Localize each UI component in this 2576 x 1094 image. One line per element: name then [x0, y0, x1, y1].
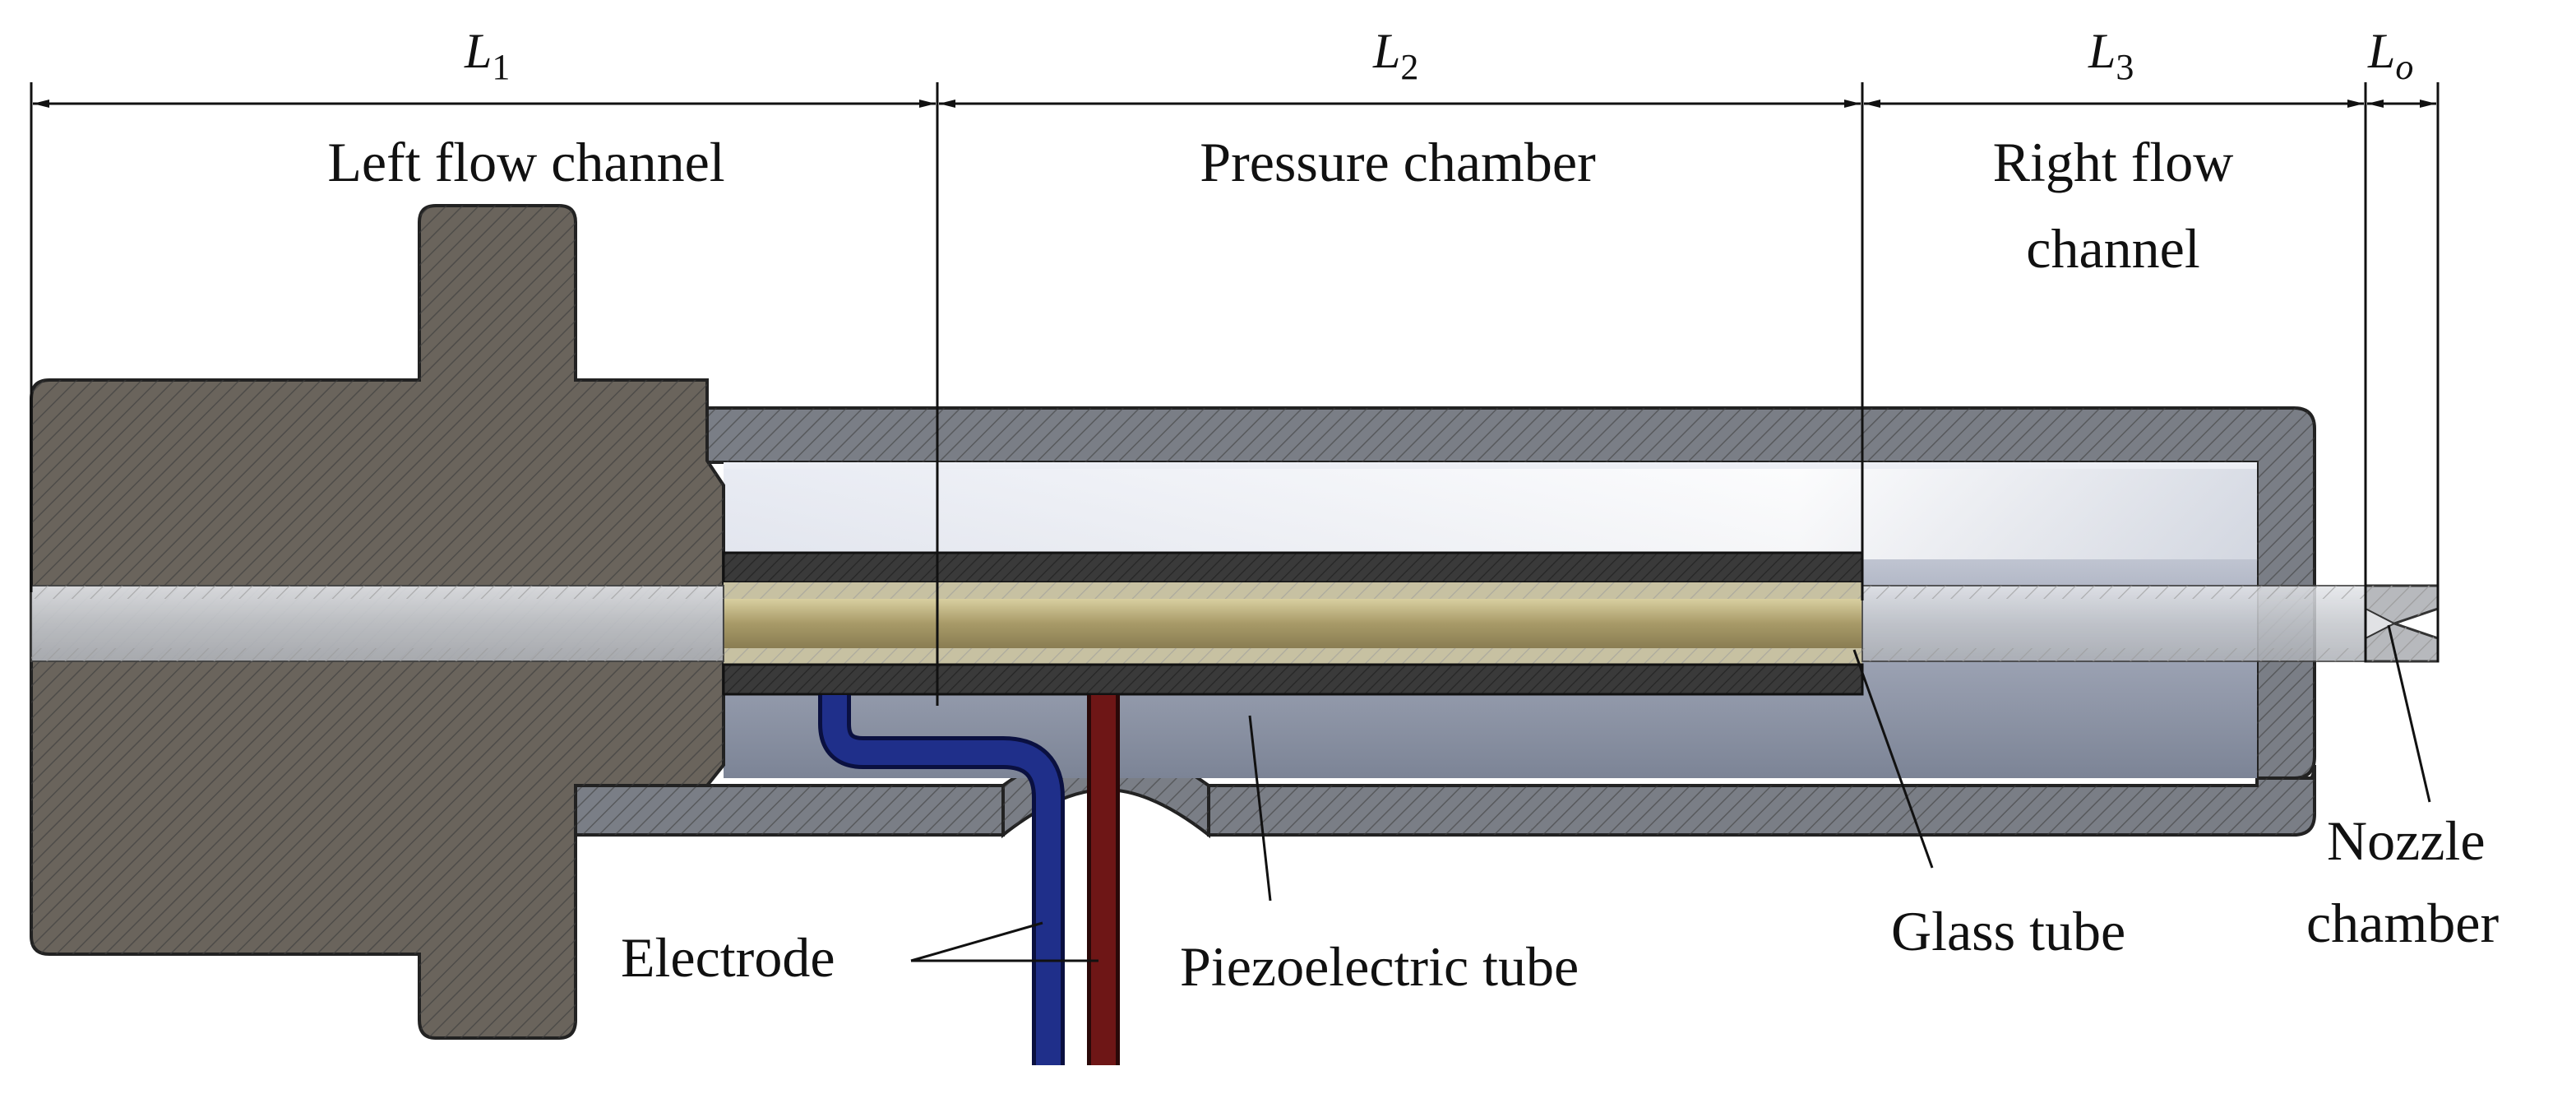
dim-l1: L1: [464, 24, 510, 87]
label-glass-tube: Glass tube: [1891, 900, 2125, 962]
callout-leaders: [910, 624, 2431, 962]
piezoelectric-tube: [722, 551, 1864, 696]
dimension-labels: L1 L2 L3 Lo: [464, 24, 2413, 87]
nozzle-tip: [2364, 584, 2440, 663]
label-left-flow-channel: Left flow channel: [327, 131, 724, 193]
label-pressure-chamber: Pressure chamber: [1200, 131, 1596, 193]
label-right-flow-channel-2: channel: [2026, 217, 2199, 280]
dim-l2: L2: [1372, 24, 1418, 87]
electrodes: [818, 695, 1120, 1065]
dim-lo: Lo: [2367, 24, 2413, 87]
label-right-flow-channel-1: Right flow: [1993, 131, 2234, 193]
dimension-lines: [30, 82, 2440, 706]
callout-labels: Electrode Piezoelectric tube Glass tube …: [621, 809, 2499, 998]
label-nozzle-chamber-2: chamber: [2306, 892, 2499, 954]
label-piezoelectric-tube: Piezoelectric tube: [1180, 935, 1579, 998]
label-electrode: Electrode: [621, 926, 835, 989]
region-labels: Left flow channel Pressure chamber Right…: [327, 131, 2233, 280]
glass-tube: [30, 585, 2366, 662]
label-nozzle-chamber-1: Nozzle: [2327, 809, 2486, 872]
dim-l3: L3: [2088, 24, 2134, 87]
